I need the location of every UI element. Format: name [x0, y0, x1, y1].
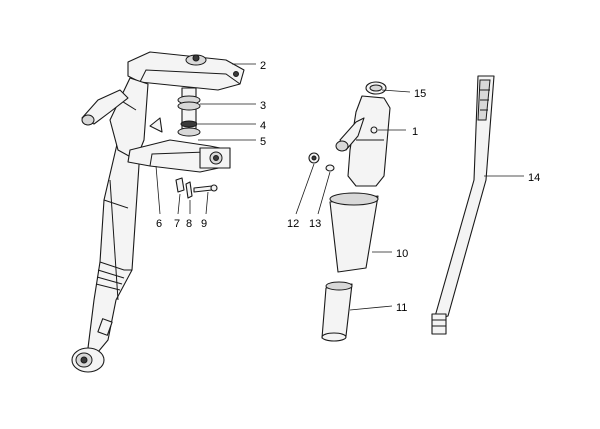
- callout-6: 6: [156, 218, 162, 230]
- headlamp-bracket: [81, 89, 129, 125]
- part-13-washer: [325, 164, 335, 172]
- leader-lines: [155, 63, 524, 311]
- callout-14: 14: [528, 172, 540, 184]
- callout-12: 12: [287, 218, 299, 230]
- callout-3: 3: [260, 100, 266, 112]
- part-7: [175, 177, 185, 193]
- callout-10: 10: [396, 248, 408, 260]
- middle-assembly: [308, 81, 391, 342]
- callout-5: 5: [260, 136, 266, 148]
- part-11-tube: [321, 283, 353, 339]
- callout-labels: 2 3 4 5 6 7 8 9 15 1 12 13 10 11 14: [156, 60, 540, 314]
- fork-assembly: [71, 51, 245, 373]
- callout-1: 1: [412, 126, 418, 138]
- part-10-tube: [329, 195, 379, 273]
- callout-11: 11: [396, 302, 407, 314]
- callout-13: 13: [309, 218, 321, 230]
- callout-8: 8: [186, 218, 192, 230]
- callout-7: 7: [174, 218, 180, 230]
- callout-2: 2: [260, 60, 266, 72]
- part-8: [185, 181, 193, 199]
- part-9-bolt: [193, 185, 213, 193]
- part-14-rod: [431, 75, 495, 335]
- callout-15: 15: [414, 88, 426, 100]
- callout-4: 4: [260, 120, 266, 132]
- callout-9: 9: [201, 218, 207, 230]
